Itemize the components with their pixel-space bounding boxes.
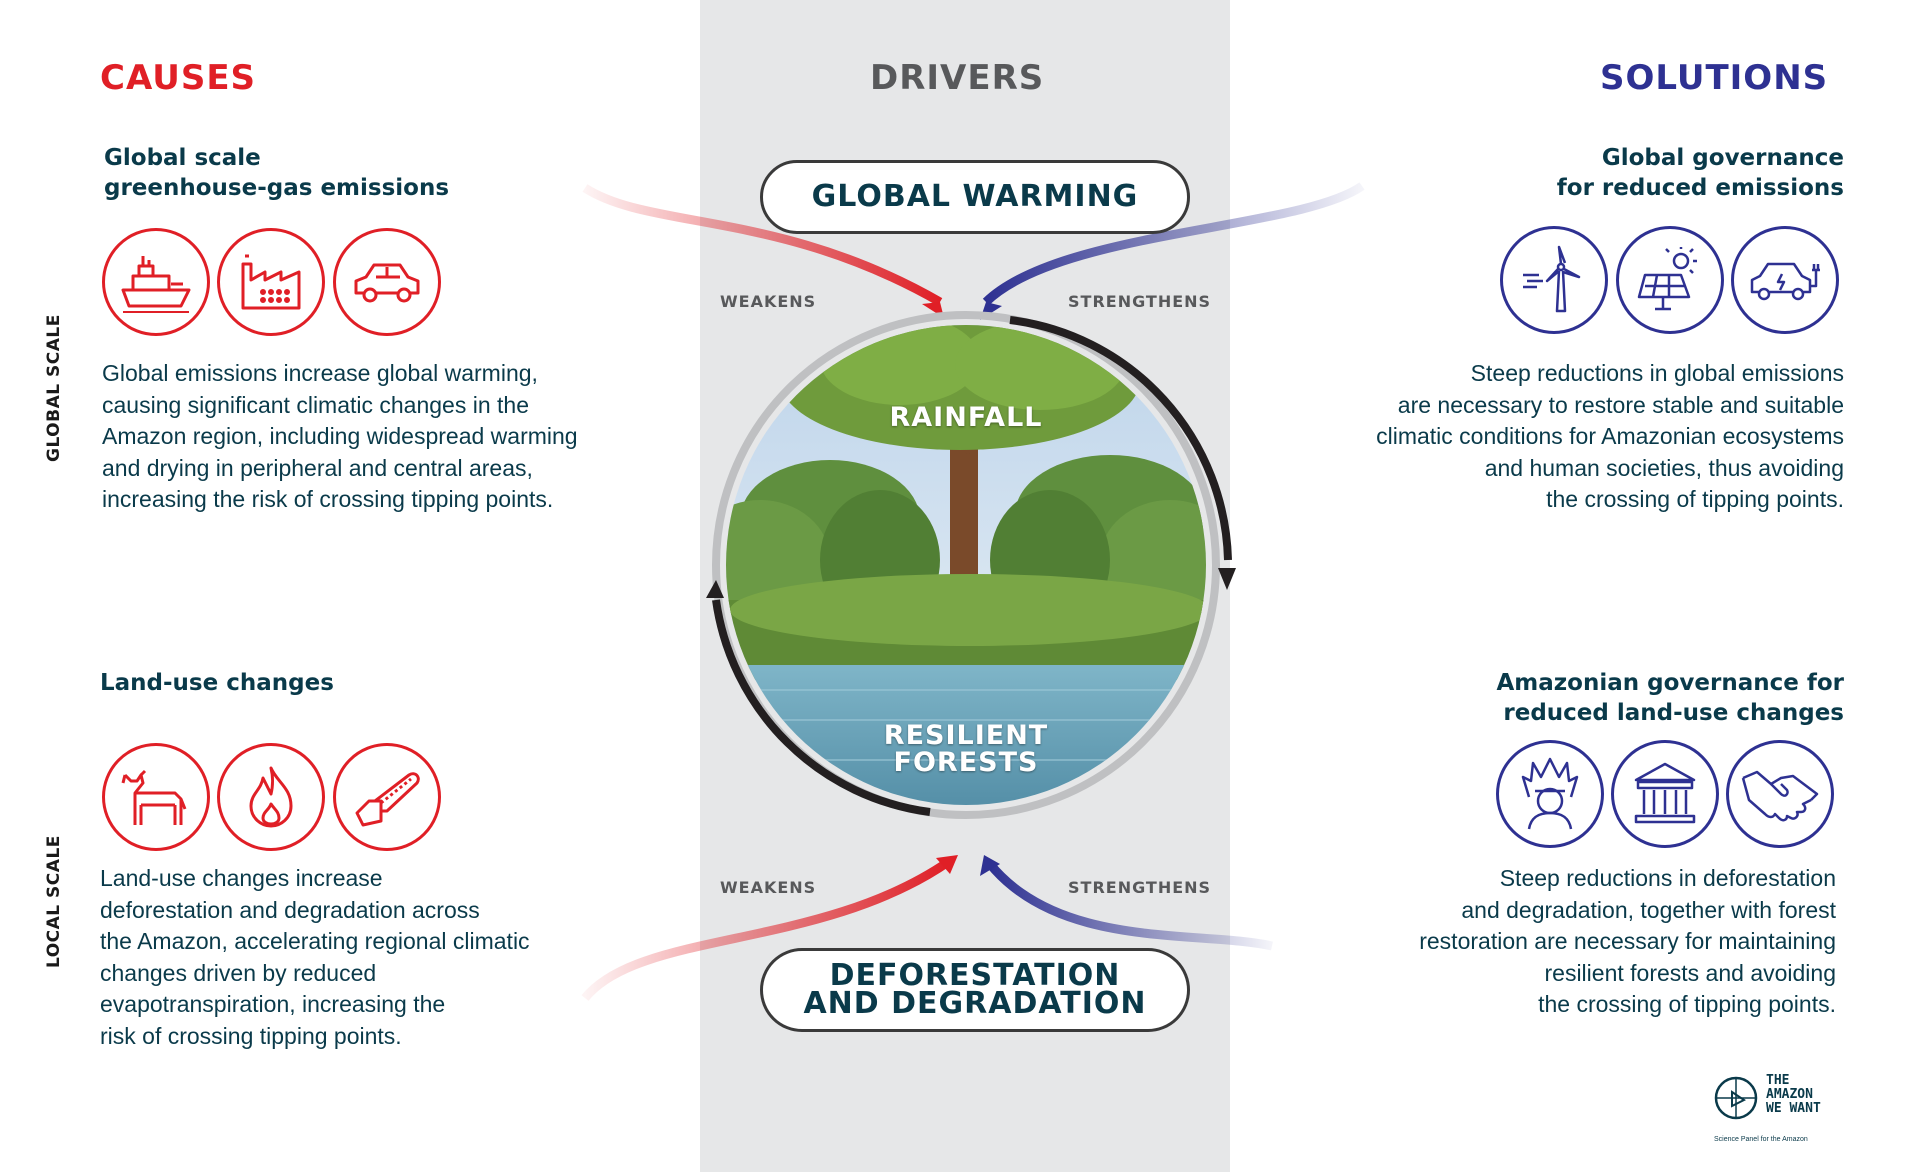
- red-arrow-top: [582, 184, 943, 306]
- causes-global-title: Global scale greenhouse-gas emissions: [104, 145, 450, 201]
- electric-car-icon: [1731, 226, 1839, 334]
- solutions-local-text: Steep reductions in deforestation and de…: [1419, 865, 1836, 1017]
- cycle-arc-right: [1009, 316, 1232, 561]
- resilient-forests-label: RESILIENT FORESTS: [883, 720, 1049, 778]
- indigenous-person-icon: [1496, 740, 1604, 848]
- blue-arrowhead-bottom: [980, 855, 1000, 876]
- drivers-header: DRIVERS: [870, 58, 1045, 98]
- weakens-label-top: WEAKENS: [720, 292, 817, 311]
- solutions-header: SOLUTIONS: [1600, 58, 1829, 98]
- causes-header: CAUSES: [100, 58, 257, 98]
- weakens-label-bottom: WEAKENS: [720, 878, 817, 897]
- causes-global-text: Global emissions increase global warming…: [102, 360, 578, 512]
- solutions-global-title: Global governance for reduced emissions: [1556, 145, 1844, 201]
- global-warming-pill: GLOBAL WARMING: [760, 160, 1190, 234]
- red-arrowhead-bottom: [936, 855, 958, 874]
- deforestation-pill: DEFORESTATION AND DEGRADATION: [760, 948, 1190, 1032]
- cycle-arc-left: [712, 599, 931, 816]
- factory-icon: [217, 228, 325, 336]
- ship-icon: [102, 228, 210, 336]
- cycle-arrowhead-right: [1218, 568, 1236, 590]
- red-arrow-bottom: [581, 858, 951, 1001]
- chainsaw-icon: [333, 743, 441, 851]
- solutions-local-title: Amazonian governance for reduced land-us…: [1496, 670, 1845, 726]
- causes-local-title: Land-use changes: [100, 670, 334, 696]
- logo-subtitle: Science Panel for the Amazon: [1714, 1136, 1808, 1143]
- government-building-icon: [1611, 740, 1719, 848]
- fire-icon: [217, 743, 325, 851]
- causes-local-text: Land-use changes increase deforestation …: [100, 865, 530, 1049]
- strengthens-label-top: STRENGTHENS: [1068, 292, 1212, 311]
- blue-arrow-bottom: [986, 861, 1273, 951]
- logo-text: THE AMAZON WE WANT: [1766, 1073, 1821, 1116]
- blue-arrow-top: [982, 182, 1365, 306]
- solar-panel-icon: [1616, 226, 1724, 334]
- solutions-global-text: Steep reductions in global emissions are…: [1376, 360, 1844, 512]
- rainfall-label: RAINFALL: [889, 402, 1043, 433]
- wind-turbine-icon: [1500, 226, 1608, 334]
- cycle-arrowhead-left: [706, 580, 724, 598]
- amazon-we-want-logo-icon: [1714, 1076, 1758, 1120]
- cycle-ring: [712, 311, 1220, 819]
- strengthens-label-bottom: STRENGTHENS: [1068, 878, 1212, 897]
- cow-icon: [102, 743, 210, 851]
- car-icon: [333, 228, 441, 336]
- handshake-icon: [1726, 740, 1834, 848]
